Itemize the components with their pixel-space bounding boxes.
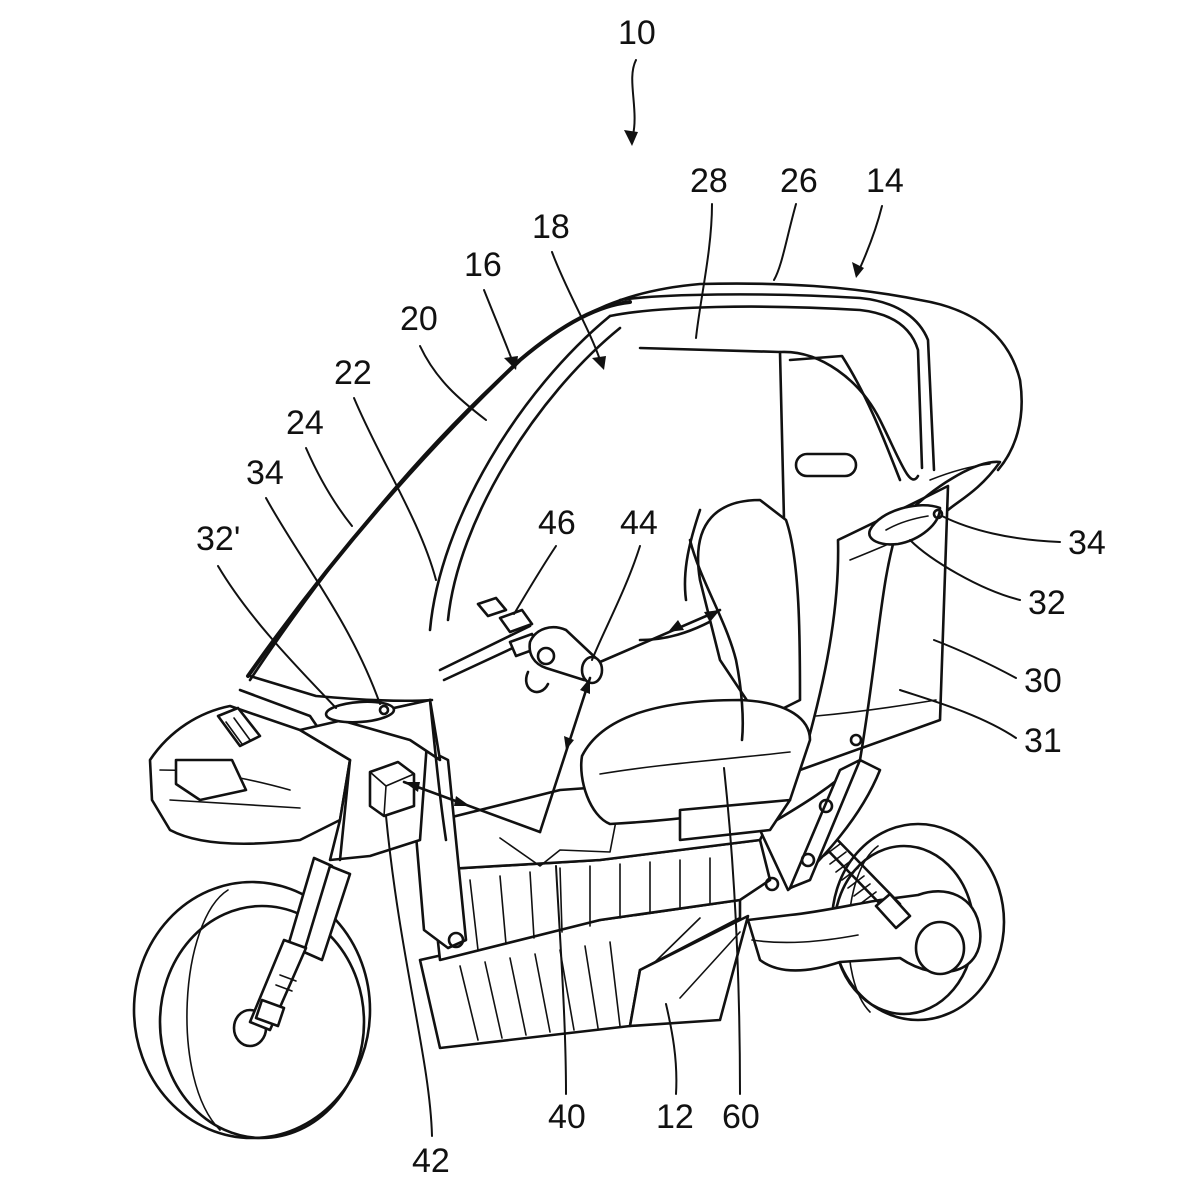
label-44: 44 <box>620 504 658 542</box>
label-22: 22 <box>334 354 372 392</box>
label-26: 26 <box>780 162 818 200</box>
label-16: 16 <box>464 246 502 284</box>
signal-connections <box>402 608 722 834</box>
label-34-rear: 34 <box>1068 524 1106 562</box>
label-14: 14 <box>866 162 904 200</box>
reference-labels: 10 28 26 14 18 16 20 22 24 34 32' 46 44 … <box>196 14 1106 1180</box>
label-20: 20 <box>400 300 438 338</box>
label-32: 32 <box>1028 584 1066 622</box>
label-31: 31 <box>1024 722 1062 760</box>
front-fork <box>248 856 352 1032</box>
label-34-front: 34 <box>246 454 284 492</box>
label-40: 40 <box>548 1098 586 1136</box>
label-12: 12 <box>656 1098 694 1136</box>
label-32-prime: 32' <box>196 520 240 558</box>
cabin-body <box>148 282 1023 862</box>
swing-arm <box>746 890 982 976</box>
label-28: 28 <box>690 162 728 200</box>
label-10: 10 <box>618 14 656 52</box>
label-60: 60 <box>722 1098 760 1136</box>
label-18: 18 <box>532 208 570 246</box>
label-24: 24 <box>286 404 324 442</box>
label-42: 42 <box>412 1142 450 1180</box>
label-46: 46 <box>538 504 576 542</box>
handlebar-controls <box>438 596 604 694</box>
label-30: 30 <box>1024 662 1062 700</box>
